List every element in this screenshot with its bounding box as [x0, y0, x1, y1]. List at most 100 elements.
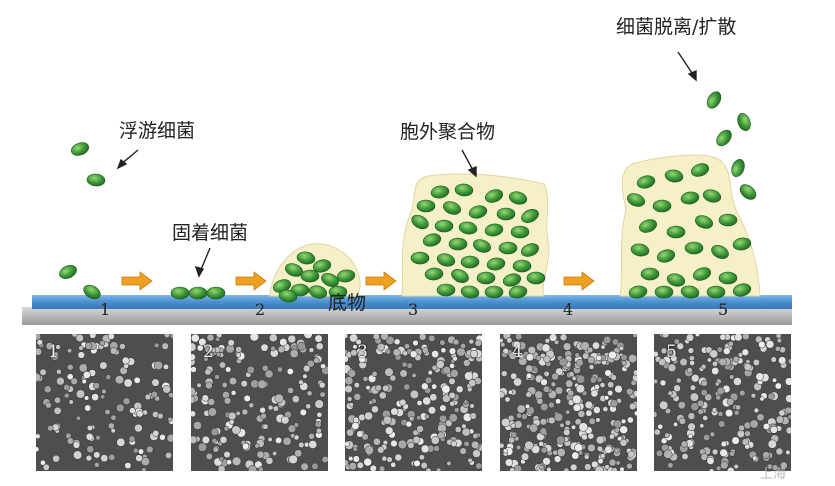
sem-cell: [162, 385, 171, 394]
sem-cell: [779, 461, 788, 470]
sem-cell: [430, 435, 440, 445]
sem-cell: [435, 360, 445, 369]
sem-cell: [56, 376, 65, 386]
sem-cell: [604, 369, 612, 377]
sem-cell: [53, 351, 59, 357]
sem-cell: [425, 467, 432, 471]
sem-cell: [91, 393, 99, 401]
sem-cell: [702, 415, 709, 421]
sem-cell: [305, 403, 312, 410]
sem-cell: [464, 371, 474, 381]
sem-cell: [700, 363, 707, 370]
sem-cell: [711, 367, 720, 375]
sem-cell: [666, 348, 674, 356]
sem-cell: [720, 440, 728, 448]
sem-cell: [574, 418, 582, 426]
sem-cell: [382, 384, 390, 392]
sem-cell: [570, 424, 577, 430]
sem-cell: [574, 352, 580, 358]
sem-cell: [219, 436, 228, 444]
sem-cell: [459, 447, 467, 455]
sem-cell: [654, 411, 658, 418]
sem-cell: [607, 381, 615, 389]
sem-cell: [733, 410, 740, 416]
sem-cell: [433, 445, 440, 452]
sem-cell: [157, 412, 164, 420]
sem-cell: [787, 358, 791, 365]
sem-cell: [673, 338, 680, 345]
sem-cell: [778, 356, 787, 365]
sem-cell: [264, 369, 274, 379]
sem-cell: [525, 391, 532, 398]
sem-micrograph-1: 1: [36, 334, 173, 471]
sem-cell: [424, 413, 430, 419]
sem-cell: [390, 461, 397, 468]
sem-cell: [140, 456, 150, 467]
sem-cell: [627, 416, 634, 424]
sem-cell: [614, 447, 620, 454]
sem-cell: [75, 389, 86, 399]
sem-cell: [500, 391, 505, 399]
sem-cell: [52, 454, 60, 463]
sem-cell: [421, 382, 429, 391]
sem-cell: [167, 416, 173, 422]
sem-cell: [228, 419, 235, 425]
sem-cell: [513, 377, 522, 387]
sem-cell: [577, 410, 586, 418]
sem-cell: [36, 334, 41, 341]
sem-cell: [163, 363, 169, 370]
sem-cell: [584, 463, 592, 471]
sem-cell: [379, 465, 386, 471]
sem-cell: [63, 392, 70, 399]
sem-cell: [420, 461, 428, 470]
sem-cell: [563, 428, 571, 436]
sem-micrograph-2: 2: [191, 334, 328, 471]
sem-cell: [75, 415, 81, 421]
sem-cell: [654, 351, 659, 358]
sem-cell: [784, 377, 791, 386]
sem-cell: [543, 355, 551, 363]
sem-cell: [128, 435, 136, 443]
sem-cell: [314, 334, 323, 343]
sem-cell: [500, 338, 504, 344]
sem-cell: [742, 334, 750, 341]
sem-cell: [681, 453, 689, 460]
sem-cell: [293, 422, 300, 428]
sem-cell: [590, 389, 599, 398]
sem-cell: [36, 446, 40, 453]
sem-cell: [225, 366, 232, 373]
sem-cell: [243, 394, 251, 402]
sem-cell: [77, 351, 85, 359]
sem-cell: [168, 392, 173, 398]
sem-cell: [604, 464, 610, 470]
sem-cell: [230, 390, 237, 396]
sem-cell: [739, 389, 746, 397]
sem-cell: [565, 379, 574, 388]
sem-cell: [134, 423, 143, 433]
sem-cell: [452, 356, 458, 362]
sem-cell: [141, 467, 147, 471]
sem-cell: [219, 361, 226, 369]
sem-cell: [191, 366, 197, 373]
sem-cell: [510, 423, 516, 429]
sem-cell: [368, 399, 374, 405]
sem-cell: [163, 334, 171, 339]
sem-cell: [135, 454, 143, 462]
sem-cell: [92, 382, 100, 390]
sem-cell: [775, 415, 784, 424]
sem-cell: [248, 465, 258, 471]
sem-cell: [567, 389, 575, 397]
sem-cell: [618, 345, 625, 351]
sem-cell: [407, 441, 415, 449]
sem-cell: [133, 447, 139, 454]
sem-cell: [352, 344, 358, 350]
pointer-arrowhead: [467, 165, 477, 178]
sem-cell: [516, 412, 523, 419]
sem-cell: [169, 334, 173, 339]
sem-cell: [436, 467, 442, 471]
sem-cell: [744, 443, 750, 450]
sem-cell: [279, 338, 288, 347]
sem-cell: [308, 440, 318, 449]
sem-cell: [428, 334, 436, 342]
sem-cell: [529, 423, 539, 433]
